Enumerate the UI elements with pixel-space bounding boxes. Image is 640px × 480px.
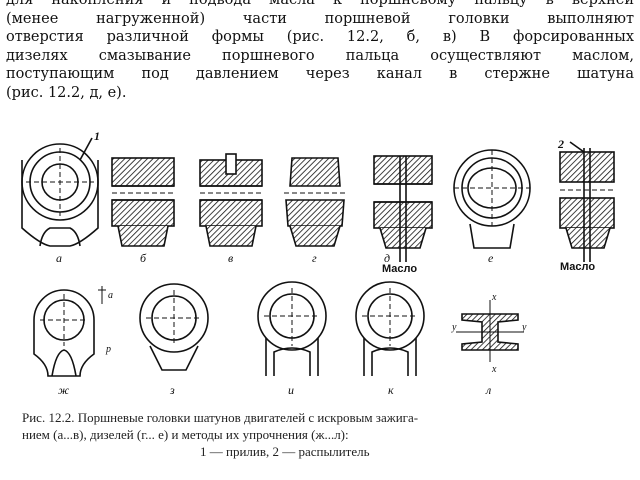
figure-caption-line-1: Рис. 12.2. Поршневые головки шатунов дви… xyxy=(22,410,419,425)
oil-label-sprayer: Масло xyxy=(560,261,595,273)
view-e xyxy=(453,149,531,249)
label-g: г xyxy=(312,251,317,265)
paragraph-line: отверстия различной формы (рис. 12.2, б,… xyxy=(6,29,634,45)
label-z: з xyxy=(169,383,175,397)
dim-p: p xyxy=(105,344,111,355)
view-zh xyxy=(33,286,106,377)
view-b xyxy=(111,157,175,247)
figure-caption-line-2: нием (а...в), дизелей (г... е) и методы … xyxy=(22,427,349,442)
label-v: в xyxy=(228,251,233,265)
label-e: е xyxy=(488,251,494,265)
axis-x-top: x xyxy=(491,292,497,303)
oil-label-d: Масло xyxy=(382,263,417,275)
label-l: л xyxy=(485,383,491,397)
label-a: а xyxy=(56,251,62,265)
view-sprayer-section xyxy=(559,141,615,262)
axis-y-left: y xyxy=(451,322,457,333)
body-paragraph: для накопления и подвода масла к поршнев… xyxy=(6,0,634,102)
axis-y-right: y xyxy=(521,322,527,333)
callout-1: 1 xyxy=(94,129,100,143)
label-k: к xyxy=(388,383,394,397)
view-l xyxy=(456,300,524,362)
paragraph-line: (рис. 12.2, д, е). xyxy=(6,84,127,101)
view-k xyxy=(355,281,425,376)
label-i: и xyxy=(288,383,294,397)
view-d xyxy=(373,155,433,262)
paragraph-line: дизелях смазывание поршневого пальца осу… xyxy=(6,47,634,64)
axis-x-bottom: x xyxy=(491,364,497,375)
label-d: д xyxy=(384,251,390,265)
paragraph-line: (менее нагруженной) части поршневой голо… xyxy=(6,10,634,27)
view-i xyxy=(257,281,327,376)
paragraph-line: для накопления и подвода масла к поршнев… xyxy=(6,0,634,8)
figure-caption-line-3: 1 — прилив, 2 — распылитель xyxy=(200,444,370,459)
label-b: б xyxy=(140,251,147,265)
view-g xyxy=(284,157,346,247)
paragraph-line: поступающим под давлением через канал в … xyxy=(6,66,634,82)
label-zh: ж xyxy=(58,383,69,397)
callout-2: 2 xyxy=(557,137,564,151)
view-a xyxy=(21,137,99,247)
view-z xyxy=(139,283,209,371)
view-v xyxy=(199,153,263,247)
connecting-rod-figure: а б в г д е ж з и к л 1 2 a p x x y y Ма… xyxy=(21,129,615,397)
dim-a: a xyxy=(108,290,113,301)
